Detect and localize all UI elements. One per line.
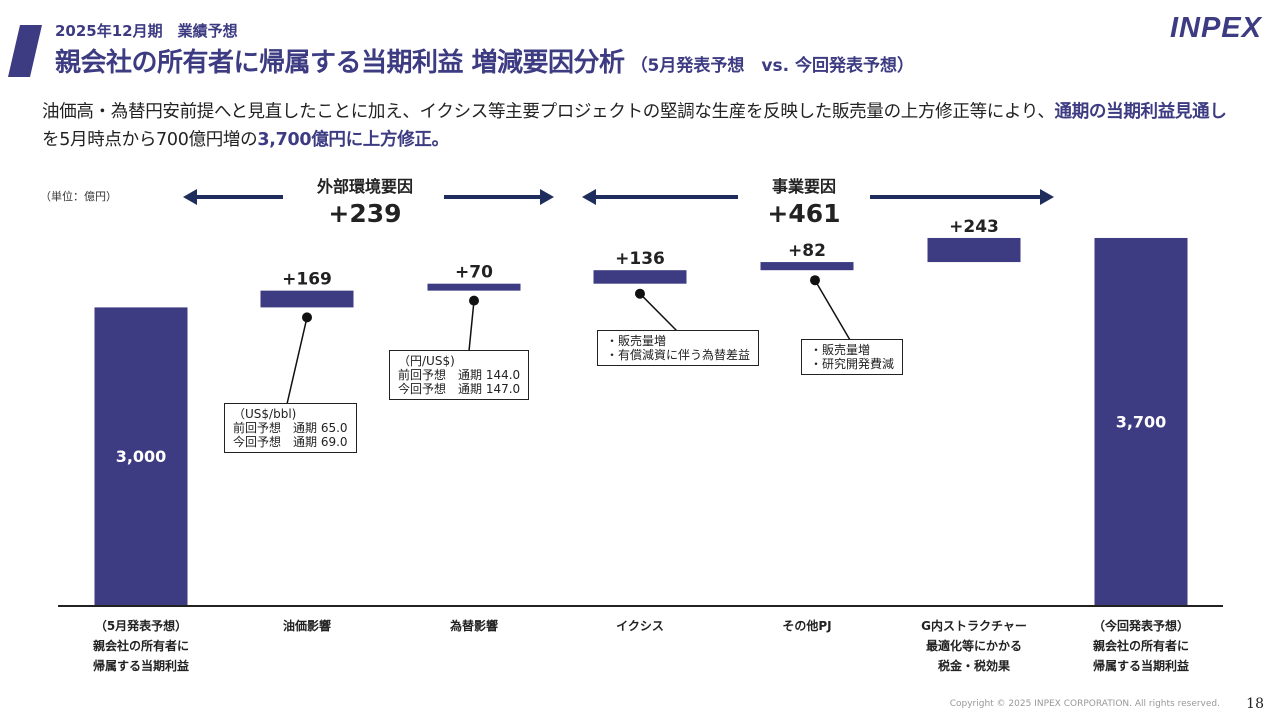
callout-oil-line2: 前回予想 通期 65.0: [233, 421, 348, 435]
callout-fx-line2: 前回予想 通期 144.0: [398, 368, 521, 382]
external-factors-value: +239: [328, 199, 402, 228]
title-accent-bar: [8, 25, 42, 77]
group-arrows: [183, 189, 1054, 205]
chart-category-labels: （5月発表予想）親会社の所有者に帰属する当期利益油価影響為替影響イクシスその他P…: [93, 618, 1189, 673]
arrow-external-left-head: [183, 189, 197, 205]
lead-part1: 油価高・為替円安前提へと見直したことに加え、イクシス等主要プロジェクトの堅調な生…: [42, 102, 1055, 122]
callout-other-pj: ・販売量増 ・研究開発費減: [801, 339, 904, 375]
business-factors-label: 事業要因 +461: [740, 173, 868, 228]
lead-highlight2: 3,700億円に上方修正。: [257, 130, 449, 150]
leader-line-1: [468, 300, 475, 352]
category-label-3-0: イクシス: [616, 619, 664, 633]
category-label-4-0: その他PJ: [782, 618, 831, 633]
category-label-6-1: 親会社の所有者に: [1093, 638, 1189, 653]
category-label-6-2: 帰属する当期利益: [1093, 658, 1189, 673]
copyright: Copyright © 2025 INPEX CORPORATION. All …: [949, 699, 1220, 709]
bar-3: [593, 270, 687, 284]
value-label-6: 3,700: [1116, 412, 1167, 431]
title-main: 親会社の所有者に帰属する当期利益 増減要因分析: [55, 48, 625, 78]
leader-dot-3: [810, 275, 820, 286]
value-label-0: 3,000: [116, 447, 167, 466]
category-label-2-0: 為替影響: [450, 618, 498, 633]
leader-line-3: [814, 279, 851, 341]
bar-2: [427, 283, 521, 291]
page-title: 親会社の所有者に帰属する当期利益 増減要因分析（5月発表予想 vs. 今回発表予…: [55, 42, 914, 79]
category-label-5-1: 最適化等にかかる: [926, 638, 1022, 653]
category-label-5-2: 税金・税効果: [938, 658, 1010, 673]
value-label-5: +243: [949, 217, 999, 237]
lead-text: 油価高・為替円安前提へと見直したことに加え、イクシス等主要プロジェクトの堅調な生…: [42, 98, 1232, 154]
callout-other-line1: ・販売量増: [810, 343, 871, 357]
category-label-6-0: （今回発表予想）: [1093, 618, 1189, 633]
business-factors-value: +461: [767, 199, 841, 228]
leader-line-2: [639, 293, 678, 332]
category-label-0-1: 親会社の所有者に: [93, 638, 189, 653]
bar-4: [760, 262, 854, 271]
callout-ichthys: ・販売量増 ・有償減資に伴う為替差益: [597, 330, 760, 366]
category-label-0-2: 帰属する当期利益: [93, 658, 189, 673]
callout-leaders: [286, 275, 851, 405]
title-subtitle: （5月発表予想 vs. 今回発表予想）: [630, 56, 914, 76]
category-label-0-0: （5月発表予想）: [95, 618, 187, 633]
callout-oil-line1: （US$/bbl): [233, 407, 297, 421]
inpex-logo: INPEX: [1169, 12, 1262, 44]
bar-1: [260, 290, 354, 308]
value-label-4: +82: [788, 241, 826, 261]
lead-part2: を5月時点から700億円増の: [42, 130, 258, 150]
chart-value-labels: 3,000 +169 +70 +136 +82 +243 3,700: [116, 217, 1167, 466]
callout-ichthys-line2: ・有償減資に伴う為替差益: [606, 348, 751, 362]
unit-label: （単位：億円）: [40, 190, 117, 203]
external-factors-label: 外部環境要因 +239: [290, 173, 440, 228]
callout-ichthys-line1: ・販売量増: [606, 334, 667, 348]
leader-line-0: [286, 317, 308, 405]
category-label-5-0: G内ストラクチャー: [921, 618, 1027, 633]
leader-dot-2: [635, 288, 645, 299]
chart-bars: [94, 237, 1188, 605]
callout-fx-line1: （円/US$): [398, 354, 455, 368]
callout-fx: （円/US$) 前回予想 通期 144.0 今回予想 通期 147.0: [389, 350, 530, 400]
bar-0: [94, 307, 188, 605]
forecast-period: 2025年12月期 業績予想: [55, 22, 238, 40]
business-factors-name: 事業要因: [771, 177, 836, 196]
external-factors-name: 外部環境要因: [316, 177, 413, 196]
bar-5: [927, 237, 1021, 263]
arrow-business-left-head: [582, 189, 596, 205]
category-label-1-0: 油価影響: [283, 618, 331, 633]
bar-6: [1094, 237, 1188, 605]
page-number: 18: [1246, 696, 1264, 712]
value-label-1: +169: [282, 270, 332, 290]
arrow-business-right-head: [1040, 189, 1054, 205]
callout-other-line2: ・研究開発費減: [810, 357, 895, 371]
leader-dot-1: [469, 295, 479, 306]
callout-oil-line3: 今回予想 通期 69.0: [233, 435, 348, 449]
callout-oil-price: （US$/bbl) 前回予想 通期 65.0 今回予想 通期 69.0: [224, 403, 357, 453]
value-label-2: +70: [455, 263, 493, 283]
leader-dot-0: [302, 312, 312, 323]
lead-highlight1: 通期の当期利益見通し: [1054, 102, 1227, 122]
callout-fx-line3: 今回予想 通期 147.0: [398, 382, 521, 396]
value-label-3: +136: [615, 249, 665, 269]
arrow-external-right-head: [540, 189, 554, 205]
